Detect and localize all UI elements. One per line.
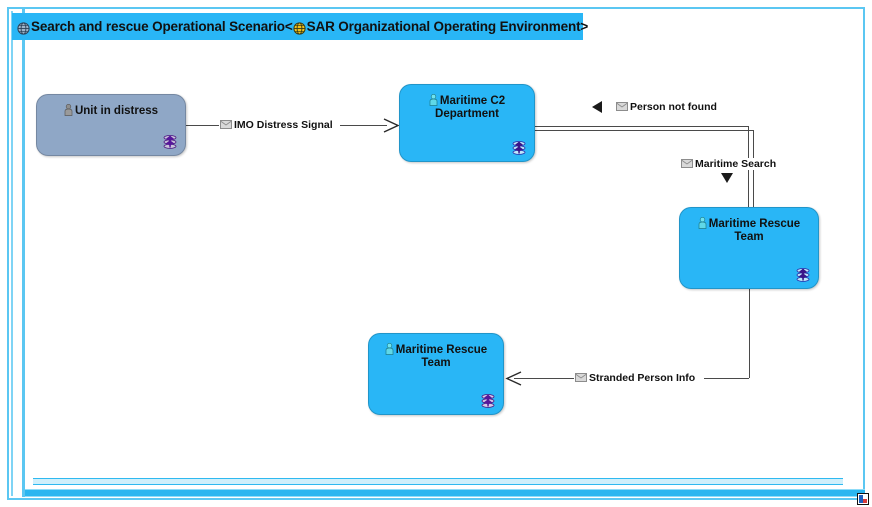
connector-imo-distress-signal-arrowhead	[383, 118, 401, 133]
node-label-text-c2-line1: Maritime C2	[439, 95, 506, 107]
connector-stranded-person-info-arrowhead	[504, 371, 522, 386]
connector-imo-distress-signal-line-1	[186, 125, 221, 126]
connector-label-person-not-found: Person not found	[615, 101, 718, 113]
connector-person-not-found-arrowhead	[592, 101, 602, 113]
connector-label-imo-distress-signal: IMO Distress Signal	[219, 119, 334, 131]
stacked-discs-icon	[480, 394, 496, 408]
connector-label-text-imo: IMO Distress Signal	[234, 119, 333, 131]
node-label-text-unit-in-distress: Unit in distress	[74, 105, 159, 117]
stacked-discs-icon	[511, 141, 527, 155]
window-bottom-bar-blue	[25, 489, 865, 497]
node-label-text-rmt-right-line2: Team	[734, 231, 764, 243]
window-left-rail	[22, 8, 25, 497]
message-icon	[220, 120, 232, 129]
person-cyan-icon	[429, 93, 438, 106]
message-icon	[681, 159, 693, 168]
connector-stranded-person-info-line-h2	[514, 378, 576, 379]
diagram-title-suffix: SAR Organizational Operating Environment…	[306, 19, 589, 34]
resize-grip-icon[interactable]	[857, 492, 869, 505]
message-icon	[616, 102, 628, 111]
node-maritime-rescue-team-bottom[interactable]: Maritime Rescue Team	[368, 333, 504, 415]
connector-maritime-search-line-h	[535, 130, 753, 131]
connector-label-text-person-not-found: Person not found	[630, 101, 717, 113]
diagram-title-bar[interactable]: Search and rescue Operational Scenario< …	[12, 13, 588, 40]
stacked-discs-icon	[795, 268, 811, 282]
node-label-maritime-c2-department: Maritime C2 Department	[400, 93, 534, 121]
connector-label-text-maritime-search: Maritime Search	[695, 158, 777, 170]
node-label-text-c2-line2: Department	[435, 108, 499, 120]
connector-stranded-person-info-line-v	[749, 289, 750, 378]
connector-maritime-search-arrowhead	[721, 173, 733, 183]
globe-blue-icon	[17, 22, 30, 35]
person-cyan-icon	[698, 216, 707, 229]
node-maritime-rescue-team-right[interactable]: Maritime Rescue Team	[679, 207, 819, 289]
node-label-maritime-rescue-team-bottom: Maritime Rescue Team	[369, 342, 503, 370]
diagram-canvas[interactable]: IMO Distress Signal Person not found	[27, 42, 845, 476]
node-label-text-rmt-bottom-line1: Maritime Rescue	[395, 344, 488, 356]
node-label-text-rmt-right-line1: Maritime Rescue	[708, 218, 801, 230]
node-maritime-c2-department[interactable]: Maritime C2 Department	[399, 84, 535, 162]
connector-label-stranded-person-info: Stranded Person Info	[574, 372, 697, 384]
connector-person-not-found-line-h	[535, 126, 749, 127]
stacked-discs-icon	[162, 135, 178, 149]
window-bottom-bar-light	[33, 478, 843, 485]
connector-label-maritime-search: Maritime Search	[680, 158, 778, 170]
node-label-unit-in-distress: Unit in distress	[37, 103, 185, 118]
message-icon	[575, 373, 587, 382]
connector-stranded-person-info-line-h1	[704, 378, 749, 379]
globe-gold-icon	[293, 22, 306, 35]
person-grey-icon	[64, 103, 73, 116]
connector-imo-distress-signal-line-2	[340, 125, 387, 126]
person-cyan-icon	[385, 342, 394, 355]
node-label-maritime-rescue-team-right: Maritime Rescue Team	[680, 216, 818, 244]
node-label-text-rmt-bottom-line2: Team	[421, 357, 451, 369]
node-unit-in-distress[interactable]: Unit in distress	[36, 94, 186, 156]
diagram-title-main: Search and rescue Operational Scenario<	[31, 19, 293, 34]
connector-label-text-stranded-person-info: Stranded Person Info	[589, 372, 696, 384]
